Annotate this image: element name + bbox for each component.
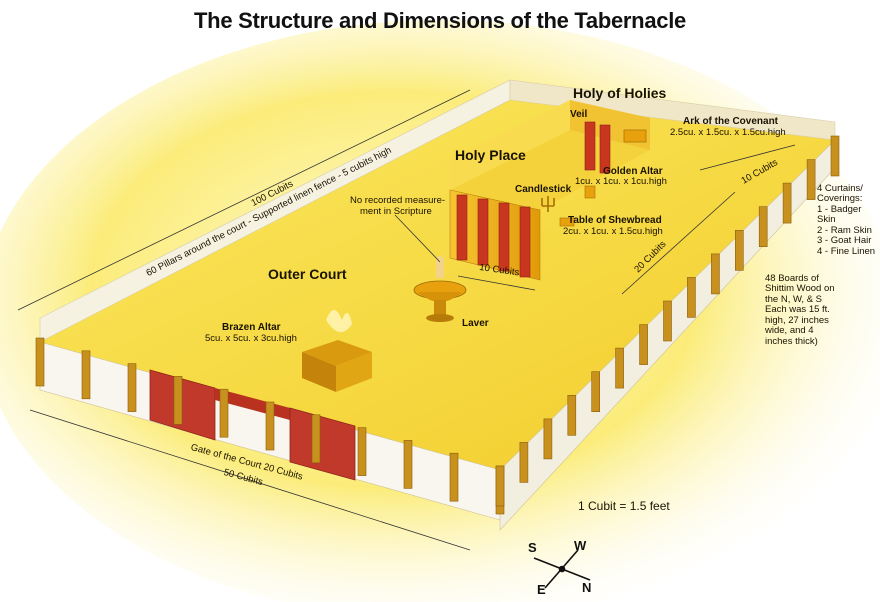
tabernacle-pillar bbox=[498, 202, 510, 272]
fence-post bbox=[449, 452, 459, 502]
coverings-item: 2 - Ram Skin bbox=[817, 224, 872, 236]
pointer-no-record bbox=[394, 214, 441, 263]
label-holy-place: Holy Place bbox=[455, 147, 526, 163]
diagram-title: The Structure and Dimensions of the Tabe… bbox=[194, 8, 686, 33]
dim-line-10-front bbox=[457, 275, 536, 291]
fence-post bbox=[35, 337, 45, 387]
label-brazen-altar-name: Brazen Altar bbox=[222, 322, 281, 333]
fence-posts-front-left bbox=[35, 337, 505, 515]
fence-post bbox=[403, 440, 413, 489]
veil-curtain bbox=[599, 124, 611, 174]
label-shewbread-dims: 2cu. x 1cu. x 1.5cu.high bbox=[563, 226, 663, 237]
fence-post bbox=[639, 324, 648, 365]
label-no-record-line1: No recorded measure- bbox=[350, 195, 446, 206]
boards-line: 48 Boards of bbox=[765, 273, 819, 284]
coverings-item: 3 - Goat Hair bbox=[817, 235, 872, 247]
fence-post bbox=[127, 363, 137, 412]
dim-line-20 bbox=[621, 191, 736, 295]
fence-post bbox=[219, 388, 229, 438]
fence-post bbox=[519, 442, 529, 483]
veil-curtain bbox=[584, 121, 596, 171]
fence-post bbox=[758, 206, 768, 247]
back-fence-right bbox=[509, 79, 836, 141]
fence-post bbox=[806, 159, 816, 200]
ark-of-covenant bbox=[623, 129, 647, 143]
golden-altar bbox=[584, 185, 596, 199]
compass-south: S bbox=[528, 540, 537, 555]
label-brazen-altar-dims: 5cu. x 5cu. x 3cu.high bbox=[205, 333, 297, 344]
label-golden-altar-dims: 1cu. x 1cu. x 1cu.high bbox=[575, 176, 667, 187]
fence-post bbox=[830, 135, 840, 177]
label-golden-altar-name: Golden Altar bbox=[603, 166, 663, 177]
coverings-item: 1 - Badger Skin bbox=[817, 203, 862, 226]
dim-line-100 bbox=[17, 89, 471, 311]
fence-post bbox=[357, 427, 367, 476]
boards-line: high, 27 inches bbox=[765, 314, 829, 326]
label-veil: Veil bbox=[570, 109, 588, 120]
tabernacle-pillar bbox=[456, 194, 468, 261]
tent-front-wall bbox=[449, 189, 541, 281]
boards-line: Shittim Wood on bbox=[765, 283, 835, 295]
compass bbox=[533, 549, 591, 589]
fence-post bbox=[687, 277, 696, 318]
coverings-list: 4 Curtains/ Coverings: 1 - Badger Skin 2… bbox=[817, 184, 879, 257]
tabernacle-tent bbox=[449, 100, 650, 281]
label-holy-of-holies: Holy of Holies bbox=[573, 85, 667, 101]
fence-post bbox=[591, 371, 601, 413]
gate-curtain-left bbox=[149, 369, 216, 441]
fence-post bbox=[615, 347, 624, 389]
label-cubit-conversion: 1 Cubit = 1.5 feet bbox=[578, 499, 670, 513]
coverings-heading-line: 4 Curtains/ bbox=[817, 184, 863, 194]
fence-post bbox=[567, 394, 577, 436]
label-candlestick: Candlestick bbox=[515, 184, 572, 195]
fence-posts-front-right bbox=[495, 135, 840, 507]
label-shewbread-name: Table of Shewbread bbox=[568, 215, 662, 226]
fence-post bbox=[173, 376, 183, 425]
fence-post bbox=[782, 182, 792, 224]
dim-line-10-right bbox=[699, 144, 796, 171]
boards-line: Each was 15 ft. bbox=[765, 304, 830, 316]
label-outer-court: Outer Court bbox=[268, 266, 347, 282]
label-ark-dims: 2.5cu. x 1.5cu. x 1.5cu.high bbox=[670, 127, 786, 138]
table-of-shewbread bbox=[559, 217, 575, 227]
dim-line-50 bbox=[29, 409, 471, 551]
fence-post bbox=[311, 414, 321, 464]
gate-curtain-right bbox=[289, 407, 356, 481]
label-no-record-line2: ment in Scripture bbox=[360, 206, 432, 217]
fence-post bbox=[663, 300, 672, 342]
tent-south-wall bbox=[450, 100, 570, 190]
label-ark-name: Ark of the Covenant bbox=[683, 116, 779, 127]
laver bbox=[413, 256, 467, 322]
fence-post bbox=[711, 253, 720, 295]
tabernacle-pillar bbox=[519, 206, 531, 278]
fence-post bbox=[265, 401, 275, 451]
fence-post bbox=[495, 465, 505, 507]
dimension-lines bbox=[17, 89, 796, 551]
coverings-item: 4 - Fine Linen bbox=[817, 245, 876, 257]
fence-post bbox=[81, 350, 91, 400]
candlestick bbox=[541, 196, 555, 212]
boards-line: wide, and 4 bbox=[765, 325, 814, 337]
compass-east: E bbox=[537, 582, 546, 597]
label-laver: Laver bbox=[462, 318, 489, 329]
boards-note: 48 Boards of Shittim Wood on the N, W, &… bbox=[765, 273, 865, 347]
boards-line: inches thick) bbox=[765, 335, 818, 347]
compass-north: N bbox=[582, 580, 592, 595]
tabernacle-pillar bbox=[477, 198, 489, 266]
fence-post bbox=[734, 230, 744, 271]
coverings-heading-line: Coverings: bbox=[817, 193, 863, 205]
boards-line: the N, W, & S bbox=[765, 293, 823, 305]
fence-post bbox=[543, 418, 553, 460]
brazen-altar bbox=[302, 310, 372, 392]
compass-west: W bbox=[574, 538, 587, 553]
